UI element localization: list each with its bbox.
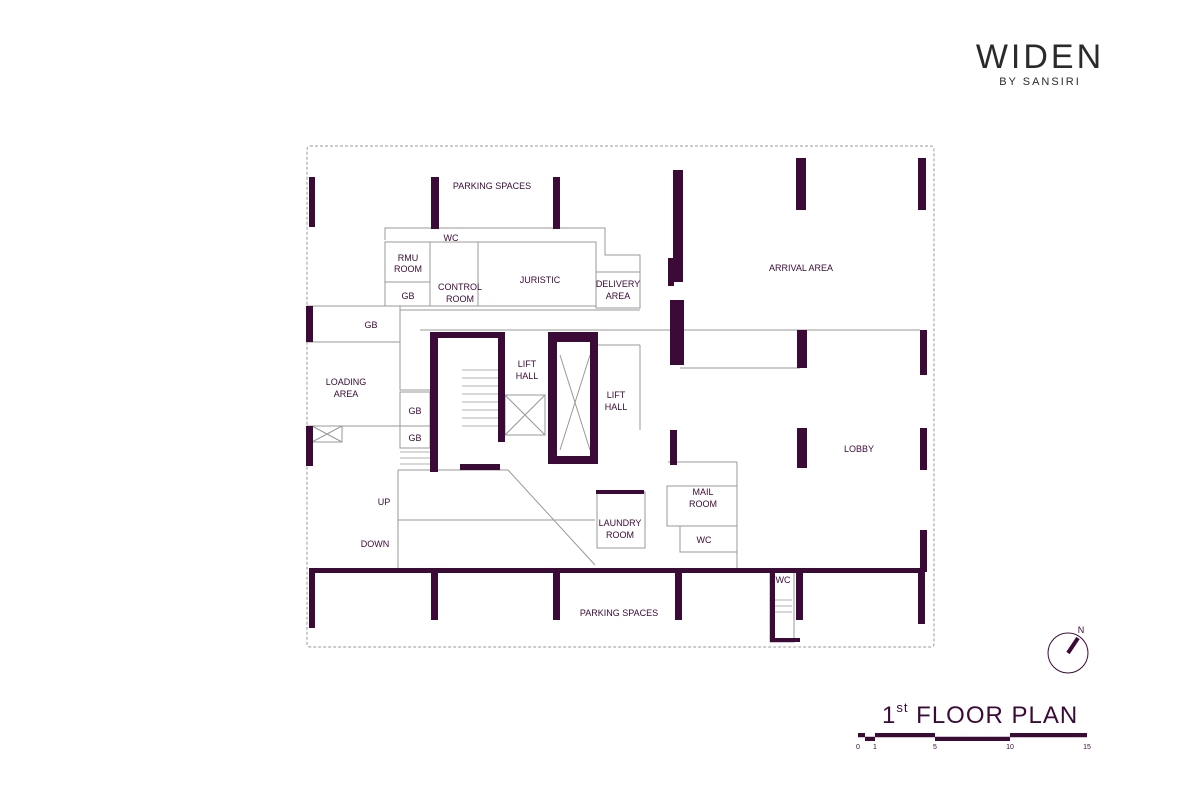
label-laundry-2: ROOM	[606, 530, 634, 540]
label-parking-top: PARKING SPACES	[453, 181, 531, 191]
plan-title: 1st FLOOR PLAN	[882, 700, 1078, 730]
label-lift-hall-1a: LIFT	[518, 359, 537, 369]
site-boundary	[306, 145, 935, 648]
label-loading-1: LOADING	[326, 377, 367, 387]
label-mail-1: MAIL	[692, 487, 713, 497]
label-down: DOWN	[361, 539, 390, 549]
brand-subtitle: BY SANSIRI	[999, 76, 1081, 88]
plan-title-text: FLOOR PLAN	[916, 702, 1079, 729]
compass-label: N	[1078, 625, 1085, 635]
scale-bar: 0 1 5 10 15	[856, 733, 1091, 751]
label-wc-bottom: WC	[776, 575, 791, 585]
plan-title-number: 1	[882, 702, 897, 729]
label-delivery-1: DELIVERY	[596, 279, 640, 289]
label-laundry-1: LAUNDRY	[599, 518, 642, 528]
label-gb-1: GB	[401, 291, 414, 301]
scale-tick-15: 15	[1083, 744, 1091, 751]
label-wc-mid: WC	[697, 535, 712, 545]
label-lift-hall-1b: HALL	[516, 371, 539, 381]
plan-title-suffix: st	[896, 700, 909, 715]
compass-icon: N	[1047, 625, 1089, 674]
scale-tick-1: 1	[873, 744, 877, 751]
label-gb-2: GB	[364, 320, 377, 330]
label-gb-4: GB	[408, 433, 421, 443]
label-lift-hall-2b: HALL	[605, 402, 628, 412]
stair-treads	[400, 369, 792, 613]
scale-tick-10: 10	[1006, 744, 1014, 751]
scale-tick-5: 5	[933, 744, 937, 751]
scale-tick-0: 0	[856, 744, 860, 751]
label-up: UP	[378, 497, 391, 507]
thin-walls	[307, 227, 920, 643]
label-rmu-1: RMU	[398, 253, 419, 263]
label-gb-3: GB	[408, 406, 421, 416]
label-wc-top: WC	[444, 233, 459, 243]
label-rmu-2: ROOM	[394, 264, 422, 274]
brand-logo: WIDEN BY SANSIRI	[960, 38, 1120, 88]
label-juristic: JURISTIC	[520, 275, 561, 285]
label-lift-hall-2a: LIFT	[607, 390, 626, 400]
label-loading-2: AREA	[334, 389, 359, 399]
label-control-2: ROOM	[446, 294, 474, 304]
structural-walls	[306, 158, 927, 642]
brand-name: WIDEN	[975, 38, 1105, 76]
label-arrival: ARRIVAL AREA	[769, 263, 833, 273]
label-parking-bottom: PARKING SPACES	[580, 608, 658, 618]
label-delivery-2: AREA	[606, 291, 631, 301]
label-lobby: LOBBY	[844, 444, 874, 454]
label-mail-2: ROOM	[689, 499, 717, 509]
label-control-1: CONTROL	[438, 282, 482, 292]
